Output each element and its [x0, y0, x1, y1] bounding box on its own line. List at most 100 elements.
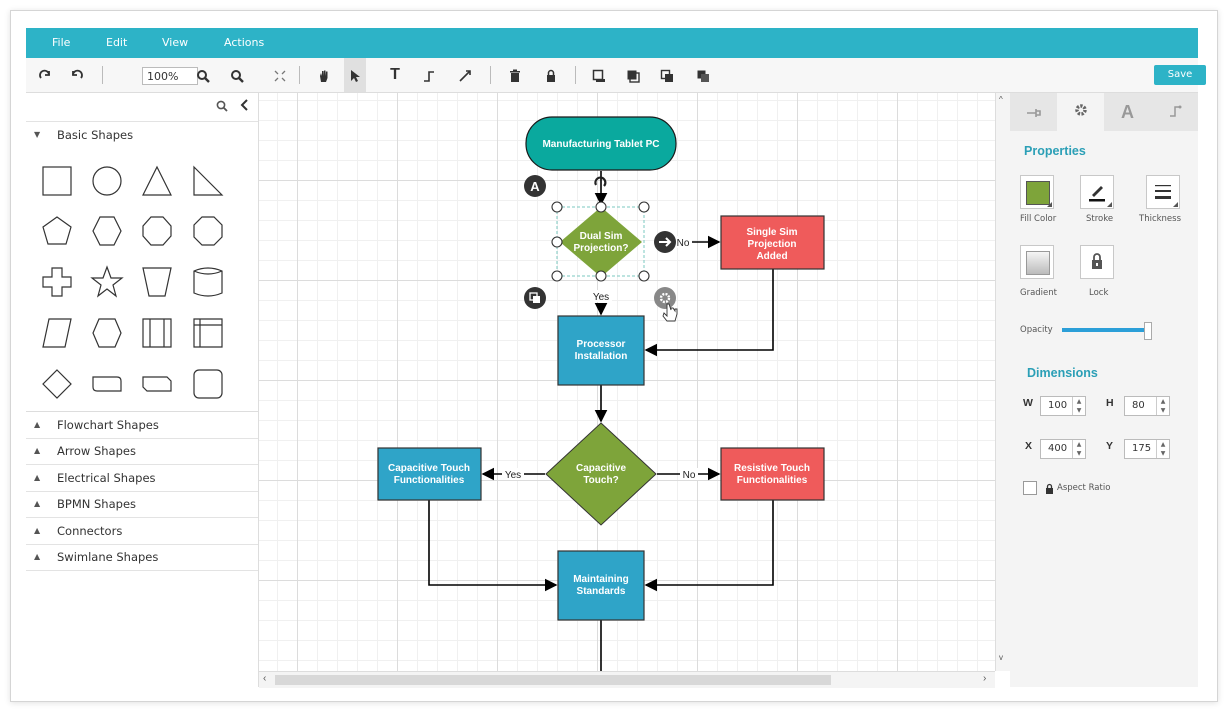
rounded-rectangle-shape[interactable]	[193, 369, 223, 399]
vertical-scrollbar[interactable]: ^ v	[995, 93, 1010, 671]
opacity-slider-handle[interactable]	[1144, 322, 1152, 340]
menu-edit[interactable]: Edit	[106, 36, 128, 49]
text-tool-icon[interactable]: T	[390, 66, 400, 83]
select-tool-icon[interactable]	[344, 58, 366, 92]
cylinder-shape[interactable]	[193, 267, 223, 297]
opacity-slider[interactable]	[1062, 328, 1146, 332]
palette-search-input[interactable]	[28, 95, 212, 119]
x-spinner[interactable]: ▲▼	[1072, 440, 1085, 458]
plus-shape[interactable]	[42, 267, 72, 297]
node-manufacturing[interactable]	[525, 116, 677, 171]
delete-icon[interactable]	[504, 58, 526, 92]
pan-tool-icon[interactable]	[313, 58, 335, 92]
diagram-canvas[interactable]: No Yes Yes No Manufacturing Tablet PC Du…	[259, 93, 995, 671]
fit-to-page-icon[interactable]	[269, 58, 291, 92]
rotate-handle-icon[interactable]	[594, 176, 607, 187]
palette-group-electrical-shapes[interactable]: ▲Electrical Shapes	[26, 465, 258, 492]
gradient-button[interactable]	[1020, 245, 1054, 279]
aspect-ratio-checkbox[interactable]	[1023, 481, 1037, 495]
trapezoid-shape[interactable]	[142, 267, 172, 297]
send-backward-icon[interactable]	[656, 58, 678, 92]
snip-rectangle-shape[interactable]	[142, 376, 172, 392]
node-processor[interactable]	[557, 315, 645, 386]
scroll-down-icon[interactable]: v	[999, 653, 1003, 662]
undo-icon[interactable]	[66, 58, 88, 92]
pin-icon[interactable]	[1010, 93, 1057, 131]
node-capacitive-functionalities[interactable]	[377, 447, 482, 501]
horizontal-scrollbar[interactable]: ‹ ›	[259, 671, 995, 688]
resize-handle[interactable]	[638, 270, 650, 282]
settings-handle-icon[interactable]	[654, 287, 676, 309]
right-triangle-shape[interactable]	[193, 165, 224, 196]
redo-icon[interactable]	[34, 58, 56, 92]
connector[interactable]	[644, 500, 774, 592]
resize-handle[interactable]	[595, 201, 607, 213]
menu-file[interactable]: File	[52, 36, 71, 49]
hexagon-horizontal-shape[interactable]	[92, 318, 122, 348]
resize-handle[interactable]	[638, 201, 650, 213]
orthogonal-connector-icon[interactable]	[418, 58, 440, 92]
node-maintaining-standards[interactable]	[557, 550, 645, 621]
diamond-shape[interactable]	[42, 369, 72, 399]
ellipse-shape[interactable]	[92, 166, 122, 196]
lock-button[interactable]	[1080, 245, 1114, 279]
node-dual-sim-decision[interactable]	[560, 207, 642, 277]
palette-group-bpmn-shapes[interactable]: ▲BPMN Shapes	[26, 491, 258, 518]
x-input[interactable]: 400▲▼	[1040, 439, 1086, 459]
height-input[interactable]: 80▲▼	[1124, 396, 1170, 416]
bring-to-front-icon[interactable]	[622, 58, 644, 92]
y-spinner[interactable]: ▲▼	[1156, 440, 1169, 458]
node-capacitive-decision[interactable]	[545, 422, 657, 526]
send-to-back-icon[interactable]	[588, 58, 610, 92]
text-icon[interactable]: A	[1121, 102, 1134, 122]
menu-view[interactable]: View	[162, 36, 189, 49]
stroke-button[interactable]	[1080, 175, 1114, 209]
palette-group-basic-shapes[interactable]: ▼ Basic Shapes	[26, 122, 258, 149]
rounded-cut-shape[interactable]	[92, 376, 122, 392]
thickness-button[interactable]	[1146, 175, 1180, 209]
lock-icon[interactable]	[540, 58, 562, 92]
connector-icon[interactable]	[1151, 93, 1198, 131]
fill-color-button[interactable]	[1020, 175, 1054, 209]
rectangle-shape[interactable]	[42, 166, 72, 196]
search-icon[interactable]	[216, 99, 228, 117]
height-spinner[interactable]: ▲▼	[1156, 397, 1169, 415]
scroll-thumb[interactable]	[275, 675, 831, 685]
node-single-sim[interactable]	[720, 215, 825, 270]
vertical-container-shape[interactable]	[142, 318, 172, 348]
palette-group-connectors[interactable]: ▲Connectors	[26, 518, 258, 545]
width-input[interactable]: 100▲▼	[1040, 396, 1086, 416]
hexagon-shape[interactable]	[92, 216, 122, 246]
gear-icon[interactable]	[1057, 93, 1104, 131]
zoom-in-icon[interactable]	[192, 58, 214, 92]
connector[interactable]	[428, 500, 558, 592]
save-button[interactable]: Save	[1154, 65, 1206, 85]
scroll-up-icon[interactable]: ^	[999, 95, 1003, 104]
annotation-badge-icon[interactable]	[524, 175, 546, 197]
heptagon-shape[interactable]	[142, 216, 172, 246]
resize-handle[interactable]	[551, 270, 563, 282]
parallelogram-shape[interactable]	[42, 318, 72, 348]
scroll-right-icon[interactable]: ›	[983, 673, 987, 684]
y-input[interactable]: 175▲▼	[1124, 439, 1170, 459]
pentagon-shape[interactable]	[42, 216, 72, 245]
palette-group-arrow-shapes[interactable]: ▲Arrow Shapes	[26, 438, 258, 465]
zoom-out-icon[interactable]	[226, 58, 248, 92]
menu-actions[interactable]: Actions	[224, 36, 265, 49]
width-spinner[interactable]: ▲▼	[1072, 397, 1085, 415]
resize-handle[interactable]	[551, 236, 563, 248]
palette-group-swimlane-shapes[interactable]: ▲Swimlane Shapes	[26, 544, 258, 571]
collapse-palette-icon[interactable]	[239, 98, 249, 117]
connector[interactable]	[644, 269, 774, 357]
resize-handle[interactable]	[551, 201, 563, 213]
palette-group-flowchart-shapes[interactable]: ▲Flowchart Shapes	[26, 412, 258, 439]
star-shape[interactable]	[90, 265, 124, 298]
zoom-input[interactable]: 100%	[142, 67, 198, 85]
straight-connector-icon[interactable]	[454, 58, 476, 92]
internal-storage-shape[interactable]	[193, 318, 223, 348]
resize-handle[interactable]	[595, 270, 607, 282]
octagon-shape[interactable]	[193, 216, 223, 246]
node-resistive-functionalities[interactable]	[720, 447, 825, 501]
triangle-shape[interactable]	[142, 165, 172, 196]
scroll-left-icon[interactable]: ‹	[263, 673, 267, 684]
